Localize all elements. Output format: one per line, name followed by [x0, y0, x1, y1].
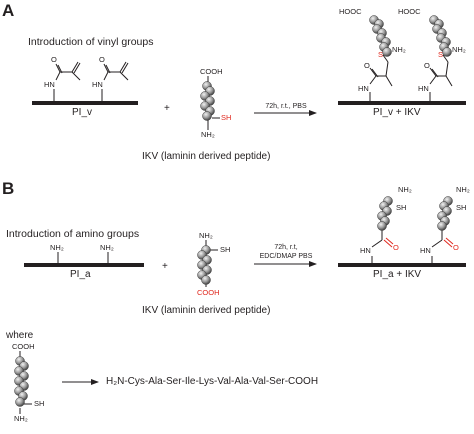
legend-peptide-chain — [14, 356, 29, 407]
product-a-o-2: O — [424, 61, 430, 70]
product-b-nh2-1: NH₂ — [398, 185, 412, 194]
polymer-backbone-product-b — [338, 263, 466, 267]
legend-cooh: COOH — [12, 342, 35, 351]
legend-sh: SH — [34, 399, 45, 408]
panel-a-label: A — [2, 1, 15, 20]
product-b-o-2: O — [453, 243, 459, 252]
peptide-a-label: IKV (laminin derived peptide) — [142, 151, 271, 162]
product-b-hn-1: HN — [360, 246, 371, 255]
polymer-backbone-pi-a — [24, 263, 144, 267]
polymer-backbone-pi-v — [32, 101, 138, 105]
conditions-b-line2: EDC/DMAP PBS — [259, 253, 313, 260]
peptide-b-cooh: COOH — [197, 288, 220, 297]
product-peptide-chain-b-1 — [377, 196, 393, 231]
product-amide-2 — [431, 229, 454, 263]
peptide-chain-b — [197, 245, 212, 285]
carbonyl-o-1: O — [51, 55, 57, 64]
product-b-o-1: O — [393, 243, 399, 252]
product-amide-1 — [371, 229, 394, 263]
product-linker-1 — [369, 54, 393, 101]
legend-sequence: H₂N-Cys-Ala-Ser-Ile-Lys-Val-Ala-Val-Ser-… — [106, 376, 319, 387]
product-b-label: PI_a + IKV — [373, 269, 422, 280]
peptide-a-nh2: NH₂ — [201, 130, 215, 139]
conditions-a: 72h, r.t., PBS — [265, 103, 307, 110]
product-peptide-chain-a-1 — [369, 15, 392, 57]
peptide-b-label: IKV (laminin derived peptide) — [142, 305, 271, 316]
product-a-nh2-1: NH₂ — [392, 45, 406, 54]
polymer-backbone-product-a — [338, 101, 466, 105]
product-a-s-1: S — [378, 50, 384, 59]
pi-a-label: PI_a — [70, 269, 91, 280]
product-a-nh2-2: NH₂ — [452, 45, 466, 54]
product-a-label: PI_v + IKV — [373, 107, 421, 118]
conditions-b-line1: 72h, r.t, — [274, 244, 298, 251]
product-a-hn-1: HN — [358, 84, 369, 93]
product-b-nh2-2: NH₂ — [456, 185, 470, 194]
panel-a-intro: Introduction of vinyl groups — [28, 36, 154, 48]
vinyl-group-1 — [53, 61, 81, 101]
product-linker-2 — [429, 54, 453, 101]
legend-where: where — [6, 330, 34, 341]
product-a-hooc-2: HOOC — [398, 7, 421, 16]
product-a-o-1: O — [364, 61, 370, 70]
panel-b-intro: Introduction of amino groups — [6, 228, 140, 240]
peptide-chain-a — [200, 81, 215, 121]
product-peptide-chain-a-2 — [429, 15, 452, 57]
product-peptide-chain-b-2 — [437, 196, 453, 231]
peptide-a-sh: SH — [221, 113, 232, 122]
product-a-s-2: S — [438, 50, 444, 59]
product-a-hn-2: HN — [418, 84, 429, 93]
pi-a-nh2-2: NH₂ — [100, 243, 114, 252]
plus-sign-b: + — [162, 261, 168, 272]
peptide-b-nh2: NH₂ — [199, 231, 213, 240]
peptide-b-sh: SH — [220, 245, 231, 254]
product-b-hn-2: HN — [420, 246, 431, 255]
product-b-sh-2: SH — [456, 203, 467, 212]
amide-hn-1: HN — [44, 80, 55, 89]
vinyl-group-2 — [101, 61, 129, 101]
pi-v-label: PI_v — [72, 107, 93, 118]
carbonyl-o-2: O — [99, 55, 105, 64]
pi-a-nh2-1: NH₂ — [50, 243, 64, 252]
peptide-a-cooh: COOH — [200, 67, 223, 76]
amide-hn-2: HN — [92, 80, 103, 89]
panel-b-label: B — [2, 179, 15, 198]
product-a-hooc-1: HOOC — [339, 7, 362, 16]
legend-nh2: NH₂ — [14, 414, 28, 423]
plus-sign-a: + — [164, 103, 170, 114]
product-b-sh-1: SH — [396, 203, 407, 212]
